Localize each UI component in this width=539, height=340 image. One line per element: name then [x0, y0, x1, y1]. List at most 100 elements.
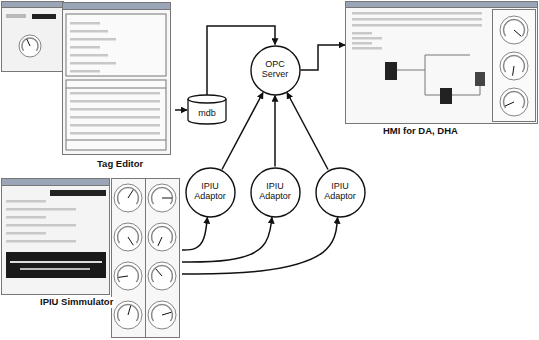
node-label: mdb	[198, 109, 216, 119]
gauge-scale	[151, 304, 173, 322]
gauge	[148, 301, 176, 329]
gauge-needle	[162, 312, 171, 315]
title-bar	[63, 3, 171, 10]
text-line	[6, 224, 76, 227]
gauge-needle	[158, 237, 162, 246]
text-line	[70, 124, 160, 127]
gauge	[114, 301, 142, 329]
gauge-needle	[505, 102, 514, 106]
circle-border	[316, 168, 365, 217]
gauge	[500, 52, 528, 80]
text-line	[352, 37, 382, 40]
screenshot-panel: Tag Editor	[0, 0, 175, 176]
circle-border	[251, 46, 300, 95]
process-circle: IPIU Adaptor	[185, 167, 236, 218]
gauge-dial	[114, 184, 142, 212]
node-label: IPIU Adaptor	[255, 182, 295, 202]
connector-arrow	[182, 217, 207, 250]
text-line	[352, 42, 372, 45]
gauge	[500, 16, 528, 44]
tank	[385, 62, 397, 80]
pipe	[395, 55, 480, 95]
cylinder-rim	[188, 99, 226, 103]
gauge-dial	[114, 262, 142, 290]
caption: IPIU Simmulator	[38, 297, 115, 308]
text-line	[352, 32, 372, 35]
gauge-needle	[128, 237, 133, 245]
title-bar	[2, 2, 64, 8]
screenshot-panel: HMI for DA, DHA	[345, 0, 539, 140]
gauge	[114, 262, 142, 290]
text-line	[70, 100, 160, 103]
text-line	[352, 24, 482, 27]
field	[6, 14, 26, 18]
process-circle: IPIU Adaptor	[250, 167, 301, 218]
gauge-dial	[114, 301, 142, 329]
text-line	[352, 18, 482, 21]
field	[32, 14, 56, 19]
gauge-needle	[118, 276, 128, 277]
process-circle: IPIU Adaptor	[315, 167, 366, 218]
gauge-dial	[19, 35, 41, 57]
caption: Tag Editor	[95, 159, 145, 170]
cylinder-body	[188, 95, 226, 124]
title-bar	[2, 179, 110, 186]
text-line	[6, 208, 76, 211]
gauge-dial	[500, 88, 528, 116]
gauge-dial	[500, 16, 528, 44]
gauge-scale	[151, 226, 173, 244]
screenshot-panel: IPIU Simmulator	[0, 178, 182, 338]
form-panel	[66, 14, 166, 76]
connector-arrow	[287, 93, 328, 170]
gauge-dial	[148, 301, 176, 329]
table-rule	[66, 140, 166, 141]
node-label: OPC Server	[255, 60, 295, 80]
text-line	[6, 232, 46, 235]
gauge-scale	[503, 19, 525, 37]
text-line	[70, 38, 116, 41]
gauge	[148, 262, 176, 290]
gauge-dial	[500, 52, 528, 80]
text-line	[70, 54, 108, 57]
table-rule	[66, 88, 166, 89]
process-circle: OPC Server	[250, 45, 301, 96]
circle-border	[251, 168, 300, 217]
text-line	[70, 46, 100, 49]
gauge-scale	[151, 265, 173, 283]
gauge	[114, 223, 142, 251]
text-line	[352, 12, 482, 15]
gauge-scale	[151, 187, 173, 205]
connector-arrow	[222, 93, 263, 170]
connector-arrow	[175, 109, 187, 111]
text-line	[70, 116, 160, 119]
gauge-dial	[148, 184, 176, 212]
text-line	[70, 30, 108, 33]
gauge-needle	[27, 39, 30, 46]
gauge-needle	[514, 30, 521, 36]
gauge-scale	[117, 265, 139, 283]
window	[2, 2, 64, 72]
text-line	[70, 70, 100, 73]
gauge-needle	[128, 190, 133, 198]
node-label: IPIU Adaptor	[190, 182, 230, 202]
trace	[20, 268, 90, 270]
text-line	[70, 132, 160, 135]
gauge	[500, 88, 528, 116]
tank	[440, 88, 452, 104]
text-line	[70, 92, 160, 95]
connector-arrow	[274, 96, 276, 167]
text-line	[6, 240, 76, 243]
gauge-scale	[117, 226, 139, 244]
text-line	[70, 108, 160, 111]
text-line	[6, 200, 46, 203]
window	[2, 179, 110, 295]
gauge-scale	[503, 91, 525, 109]
window	[346, 2, 538, 124]
title-bar	[346, 2, 538, 8]
gauge-dial	[114, 223, 142, 251]
gauge-needle	[513, 66, 514, 76]
window	[63, 3, 171, 155]
table-panel	[66, 80, 166, 150]
text-line	[70, 22, 100, 25]
gauge	[19, 35, 41, 57]
